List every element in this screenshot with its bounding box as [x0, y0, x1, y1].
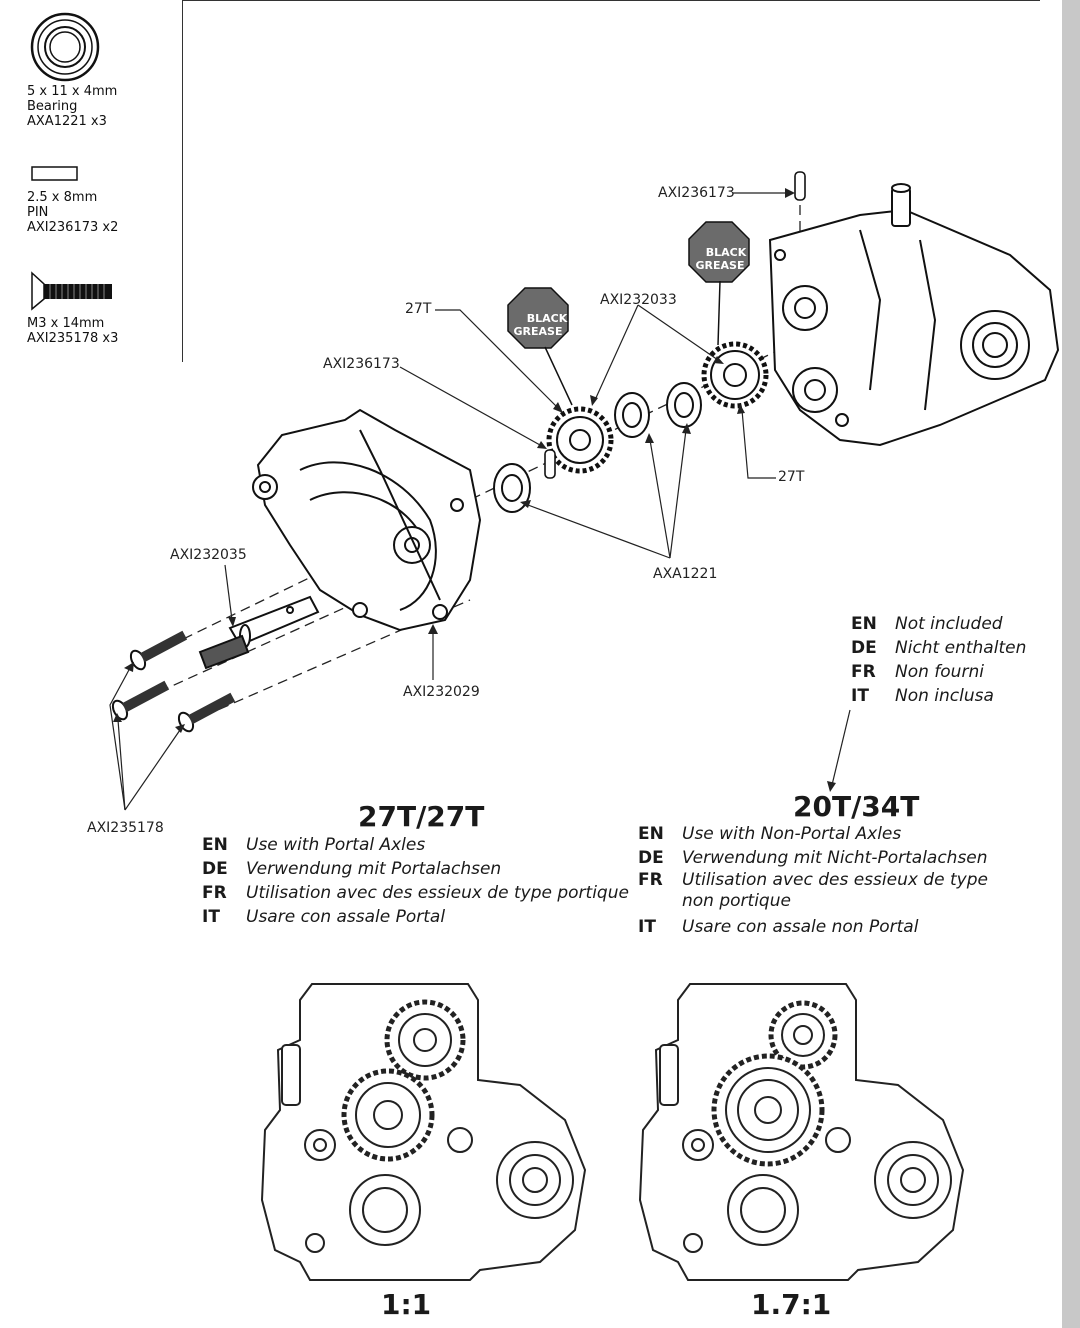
- pin-part-top: [794, 171, 806, 201]
- option-27t-27t-title: 27T/27T: [358, 800, 485, 833]
- pin-icon: [31, 166, 78, 181]
- callout-pin-left: AXI236173: [323, 356, 400, 372]
- callout-bearing: AXA1221: [653, 566, 718, 582]
- gear-27t-right: [701, 341, 769, 409]
- grease-badge-right: BLACK GREASE: [688, 221, 750, 346]
- bearing-parts: [493, 382, 702, 513]
- gearbox-1-1-illustration: [260, 983, 587, 1281]
- page-edge-bar: [1062, 0, 1080, 1328]
- grease-badge-left-line1: BLACK: [527, 312, 568, 325]
- screw-parts: [111, 630, 236, 733]
- grease-badge-right-line1: BLACK: [706, 246, 747, 259]
- ratio-label-left: 1:1: [381, 1288, 432, 1321]
- gear-27t-left: [546, 406, 614, 474]
- part-pin-label: 2.5 x 8mm PIN AXI236173 x2: [27, 190, 119, 235]
- ratio-label-right: 1.7:1: [751, 1288, 832, 1321]
- bearing-icon: [30, 12, 100, 82]
- callout-gear-axi232033: AXI232033: [600, 292, 677, 308]
- leader-arrowheads: [113, 188, 836, 792]
- part-screw-label: M3 x 14mm AXI235178 x3: [27, 316, 119, 346]
- callout-gear-27t-right: 27T: [778, 469, 805, 485]
- callout-case: AXI232029: [403, 684, 480, 700]
- leader-lines: [109, 192, 851, 811]
- part-bearing-label: 5 x 11 x 4mm Bearing AXA1221 x3: [27, 84, 118, 129]
- callout-pin-top: AXI236173: [658, 185, 735, 201]
- grease-badge-left: BLACK GREASE: [507, 287, 573, 406]
- screw-icon: [31, 271, 112, 311]
- option-20t-34t-title: 20T/34T: [793, 790, 920, 823]
- output-shaft: [198, 595, 320, 670]
- top-rule: [183, 0, 1040, 1]
- grease-badge-right-line2: GREASE: [696, 259, 745, 272]
- callout-gear-27t-left: 27T: [405, 301, 432, 317]
- callout-screws: AXI235178: [87, 820, 164, 836]
- pin-part-left: [544, 449, 556, 479]
- gearbox-housing: [768, 183, 1060, 447]
- grease-badge-left-line2: GREASE: [514, 325, 563, 338]
- gearbox-cover: [252, 408, 482, 632]
- callout-shaft: AXI232035: [170, 547, 247, 563]
- gearbox-1-7-1-illustration: [638, 983, 965, 1281]
- parts-divider: [182, 0, 183, 362]
